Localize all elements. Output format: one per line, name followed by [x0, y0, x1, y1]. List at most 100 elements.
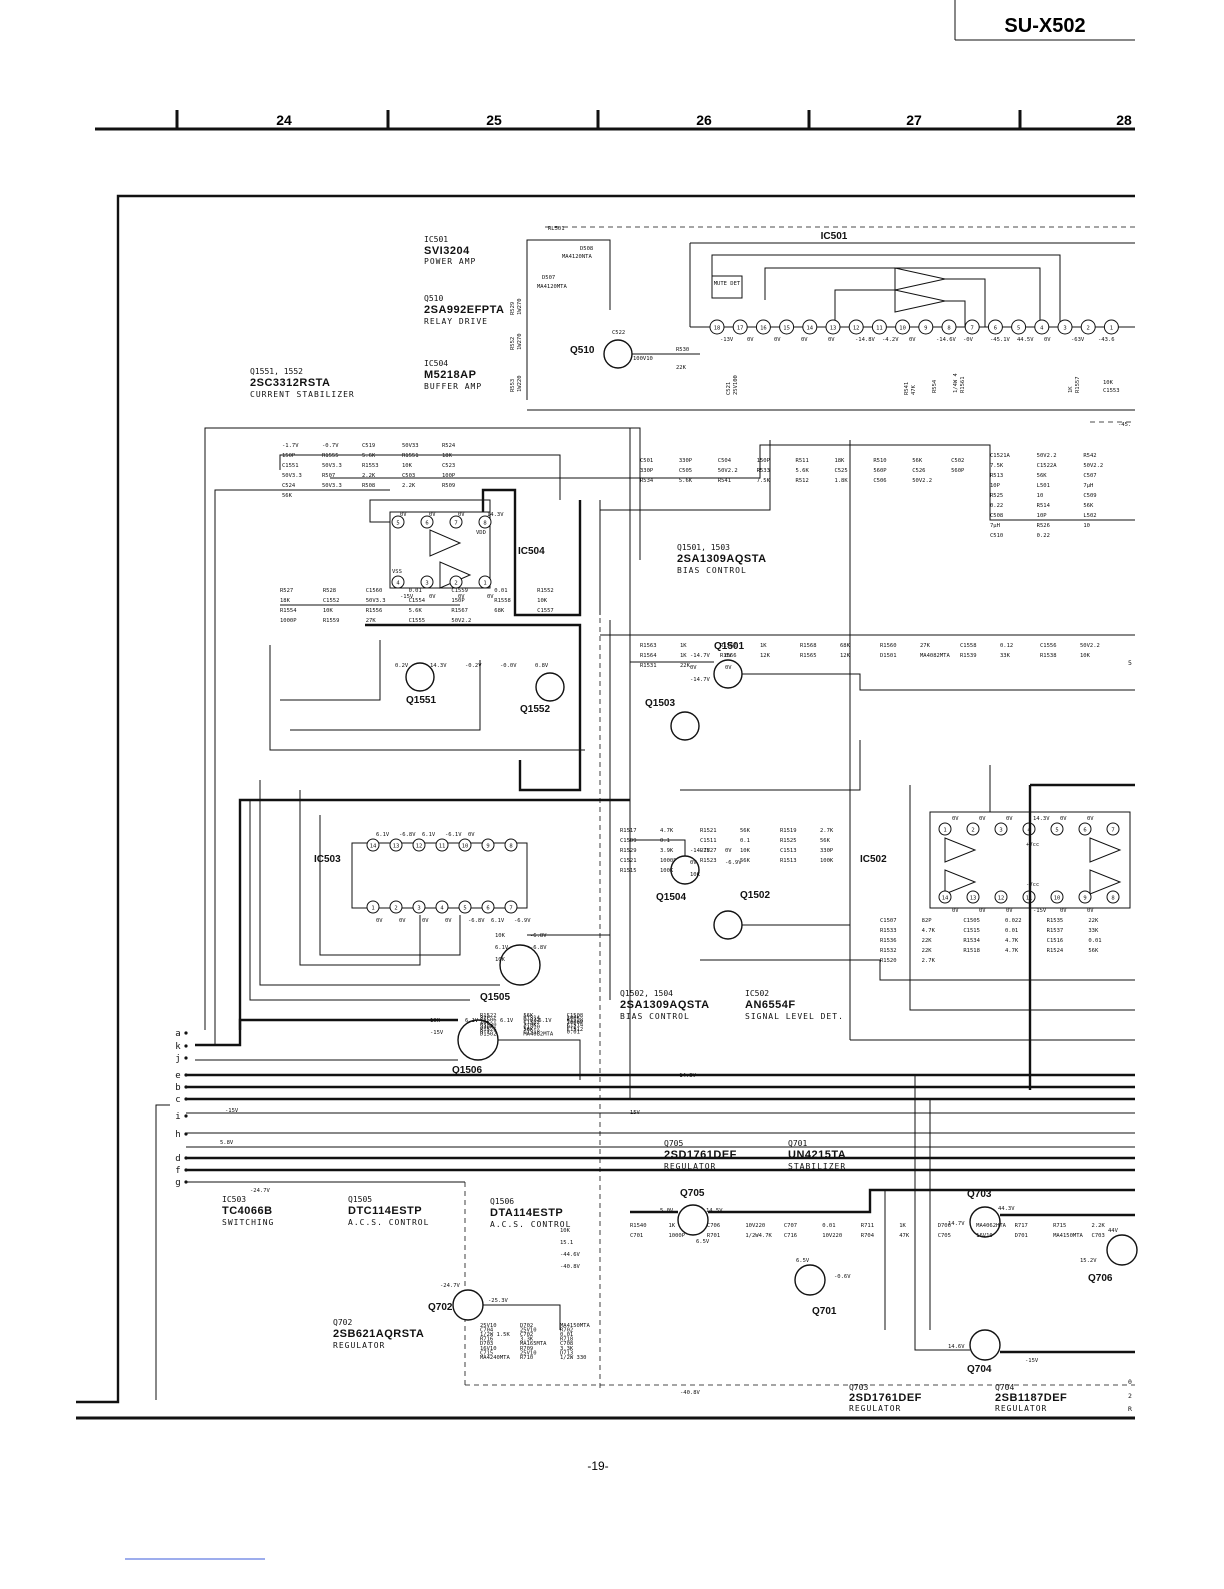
component-label: C702: [520, 1332, 533, 1338]
component-label: R1539: [960, 653, 977, 659]
acs-control: Q1505 Q1506: [195, 944, 581, 1080]
voltage-label: 10K: [430, 1018, 441, 1024]
bus-247v: -24.7V: [250, 1188, 271, 1194]
q701-v2: -0.6V: [834, 1274, 851, 1280]
ic502-opamp-d: [1089, 869, 1122, 895]
component-label: 10K: [537, 598, 548, 604]
ic504-pin: [449, 515, 463, 529]
legend-ref: Q1551, 1552: [250, 367, 303, 376]
component-label: R1529: [620, 848, 637, 854]
component-label: 16V10: [480, 1346, 497, 1352]
component-label: C705: [938, 1233, 951, 1239]
component-label: 12K: [840, 653, 851, 659]
grid-number-25: 25: [486, 112, 502, 128]
stabilizer-thick-1: [365, 623, 582, 792]
voltage-label: -0.0V: [500, 663, 517, 669]
component-label: C1511: [700, 838, 717, 844]
bias-wire-2: [742, 673, 1135, 691]
ic501-pin: [1011, 319, 1027, 335]
voltage-label: 15.1: [560, 1240, 573, 1246]
ic504-pin: [478, 575, 492, 589]
q705-v3: 6.5V: [696, 1239, 710, 1245]
component-label: 47K: [899, 1233, 910, 1239]
r530-value: 22K: [676, 365, 687, 371]
component-label: C502: [951, 458, 964, 464]
ic504-top-voltage: 0V: [458, 512, 465, 518]
component-label: R509: [442, 483, 455, 489]
legend-part: 2SC3312RSTA: [250, 377, 331, 389]
bus-letter: k: [175, 1042, 181, 1052]
voltage-label: -6.1V: [535, 1018, 552, 1024]
component-label: R1568: [800, 643, 817, 649]
component-label: R1520: [880, 958, 897, 964]
legend-desc: BIAS CONTROL: [620, 1012, 690, 1021]
q706-v2: 15.2V: [1080, 1258, 1097, 1264]
component-label: 0.022: [1005, 918, 1022, 924]
r541-label: 1K: [1068, 386, 1074, 393]
ic502-pin-number: 6: [1083, 828, 1086, 834]
component-label: 1000P: [567, 1020, 584, 1026]
component-label: 50V2.2: [1037, 453, 1057, 459]
component-label: 10V220: [745, 1223, 765, 1229]
wire-r508: [700, 440, 771, 511]
ic501-pin-number: 9: [924, 326, 927, 332]
ic503-wire-4: [319, 815, 461, 956]
component-label: 10K: [402, 463, 413, 469]
component-label: R1535: [1047, 918, 1064, 924]
voltage-label: 6.1V: [465, 1018, 479, 1024]
ic504-pin-number: 1: [483, 581, 486, 587]
legend-desc: SIGNAL LEVEL DET.: [745, 1012, 844, 1021]
legend-ic501: IC501 SVI3204 POWER AMP: [424, 235, 475, 266]
bias-control: Q1501 Q1503 Q1504 Q1502: [630, 641, 1135, 981]
ic501-pin-number: 3: [1063, 326, 1066, 332]
ic502-pin-number: 13: [970, 896, 977, 902]
ic501-pin-number: 7: [971, 326, 974, 332]
component-label: 68K: [494, 608, 505, 614]
r553-value: 1W220: [517, 375, 523, 392]
legend-part: AN6554F: [745, 999, 796, 1011]
current-stabilizer: Q1551 Q1552: [269, 623, 585, 792]
q706-v1: 44V: [1108, 1228, 1119, 1234]
ic503-top-voltage: 6.1V: [422, 832, 436, 838]
ic503-thick-1: [238, 798, 630, 1030]
ic501-voltage: -13V: [720, 337, 734, 343]
component-label: C524: [282, 483, 296, 489]
ic501-pin-number: 15: [783, 326, 790, 332]
ic501-pin: [941, 319, 957, 335]
voltage-label: 0V: [690, 665, 697, 671]
ic503-pin: [366, 900, 380, 914]
ic501-pin: [871, 319, 887, 335]
ic503-pin: [481, 838, 495, 852]
r530-label: R530: [676, 347, 689, 353]
ic504-top-voltage: 0V: [429, 512, 436, 518]
component-label: C1559: [451, 588, 468, 594]
bus-letter: f: [175, 1166, 180, 1176]
ic504-pin: [391, 515, 405, 529]
bus-letter: j: [175, 1054, 180, 1064]
voltage-label: 14.3V: [430, 663, 447, 669]
component-label: C1514: [567, 1022, 584, 1028]
ic501-pin-number: 12: [853, 326, 860, 332]
ic502-pin: [1078, 890, 1092, 904]
component-label: 1K: [680, 653, 687, 659]
legend-q510: Q510 2SA992EFPTA RELAY DRIVE: [424, 294, 504, 326]
component-label: R1553: [362, 463, 379, 469]
component-label: 100K: [660, 868, 674, 874]
ic504-bottom-voltage: -15V: [400, 594, 414, 600]
legend-q1505: Q1505 DTC114ESTP A.C.S. CONTROL: [348, 1195, 428, 1227]
component-label: 56K: [1083, 503, 1094, 509]
model-title: SU-X502: [1004, 15, 1085, 37]
ic501-voltage: 0V: [1044, 337, 1051, 343]
component-label: R1534: [963, 938, 980, 944]
ic502-pin-number: 8: [1111, 896, 1114, 902]
component-label: C525: [834, 468, 847, 474]
voltage-label: -14.7V: [690, 653, 711, 659]
page-number: -19-: [587, 1459, 608, 1473]
component-label: 3.3K: [520, 1337, 534, 1343]
neg45-label: -45.: [1118, 422, 1131, 428]
component-label: C1522: [523, 1020, 540, 1026]
component-label: R1525: [780, 838, 797, 844]
component-label: 56K: [282, 493, 293, 499]
wire-a: [204, 427, 641, 1030]
